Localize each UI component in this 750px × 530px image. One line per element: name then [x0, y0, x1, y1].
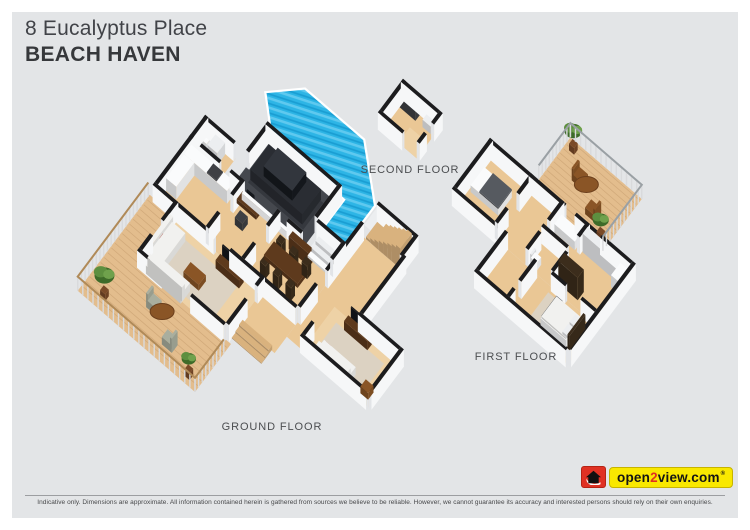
- logo-view: view.com: [657, 470, 720, 485]
- ground-floor-plan: [76, 87, 419, 411]
- footer-disclaimer: Indicative only. Dimensions are approxim…: [37, 499, 713, 506]
- logo-house-badge: [581, 466, 606, 488]
- logo-2: 2: [650, 470, 658, 485]
- label-first-floor: FIRST FLOOR: [474, 351, 558, 363]
- label-ground-floor: GROUND FLOOR: [221, 421, 323, 433]
- second-floor-plan: [377, 78, 443, 161]
- page-title-suburb: BEACH HAVEN: [25, 43, 181, 66]
- page-title: 8 Eucalyptus Place BEACH HAVEN: [25, 16, 207, 68]
- house-icon: [586, 470, 601, 485]
- logo-registered: ®: [720, 471, 726, 477]
- page-title-address: 8 Eucalyptus Place: [25, 17, 208, 40]
- footer-divider: [25, 495, 725, 496]
- first-floor-plan: [451, 121, 644, 368]
- logo-open: open: [617, 470, 651, 485]
- label-second-floor: SECOND FLOOR: [360, 164, 460, 176]
